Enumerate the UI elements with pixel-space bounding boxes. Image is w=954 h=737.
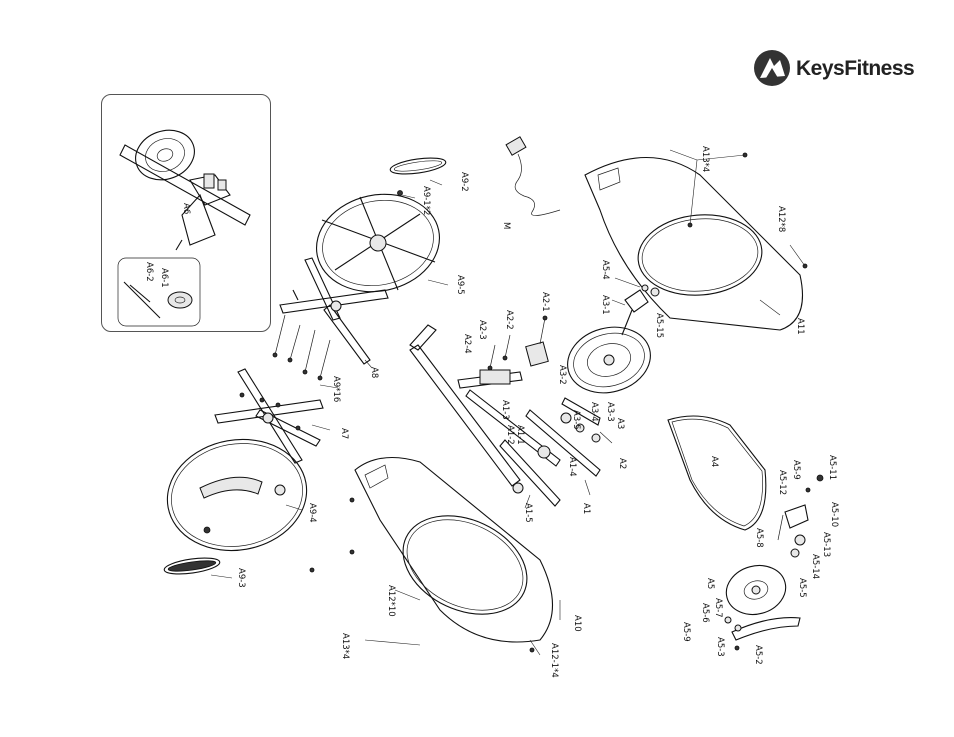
inset-crank-assembly [120,122,250,250]
label-a2-2: A2-2 [504,310,514,330]
callout-labels: A9-2 A9-1*2 A9-5 M A13*4 A12*8 A11 A5-4 … [144,146,839,678]
label-a11: A11 [795,318,805,335]
label-a9x16: A9*16 [331,376,341,402]
label-a5-2: A5-2 [753,645,763,665]
crank-arm-a3-1 [622,285,659,335]
base-frame-a7 [215,369,323,463]
label-a1-3: A1-3 [500,400,510,420]
label-a9-1x2: A9-1*2 [421,186,431,215]
label-a5-14: A5-14 [810,554,820,579]
label-a3: A3 [615,418,625,429]
label-a1-1: A1-1 [515,425,525,445]
label-a5-5: A5-5 [797,578,807,598]
label-a2-4: A2-4 [462,334,472,354]
base-frame-a8 [280,258,388,364]
label-a5-10: A5-10 [829,502,839,527]
label-a1: A1 [581,503,591,514]
power-adapter-m [506,137,560,216]
label-a8: A8 [369,367,379,378]
cover-a4 [668,416,766,530]
label-a3-2: A3-2 [557,365,567,385]
label-a3-3: A3-3 [605,402,615,422]
bracket-a2 [488,316,548,370]
pedal-assembly-a5 [721,475,823,650]
label-a5-12: A5-12 [777,470,787,495]
ring-a9-3 [163,555,220,577]
label-a2-1: A2-1 [540,292,550,312]
side-cover-a9-4 [159,429,316,562]
label-a1-4: A1-4 [567,457,577,477]
flywheel-ring-a9-2 [389,155,446,177]
label-a3-4: A3-4 [589,402,599,422]
label-a9-4: A9-4 [307,503,317,523]
label-a5-13: A5-13 [821,532,831,557]
inset-subdetail [118,258,200,326]
label-a4: A4 [709,456,719,467]
label-a5-11: A5-11 [827,455,837,480]
label-a5-8: A5-8 [754,528,764,548]
fasteners-a9x16 [240,315,330,430]
label-a3-1: A3-1 [600,295,610,315]
label-a6-1: A6-1 [159,268,169,288]
label-a1-5: A1-5 [523,503,533,523]
label-a5-9: A5-9 [791,460,801,480]
label-a5-4: A5-4 [600,260,610,280]
label-a5-9b: A5-9 [681,622,691,642]
label-a7: A7 [339,428,349,439]
label-a3-5: A3-5 [571,410,581,430]
label-a5: A5 [705,578,715,589]
label-a9-2: A9-2 [459,172,469,192]
label-a12x10: A12*10 [386,585,396,617]
label-a13x4-top: A13*4 [700,146,710,172]
label-a10: A10 [572,615,582,632]
label-a2-3: A2-3 [477,320,487,340]
label-a5-15: A5-15 [654,313,664,338]
label-a5-7: A5-7 [713,598,723,618]
label-a6-2: A6-2 [144,262,154,282]
label-a1-2: A1-2 [505,425,515,445]
label-a9-3: A9-3 [236,568,246,588]
shroud-a11 [585,153,807,330]
label-a5-6: A5-6 [700,603,710,623]
label-m: M [501,222,511,229]
label-a9-5: A9-5 [455,275,465,295]
label-a2: A2 [617,458,627,469]
label-a12x8: A12*8 [776,206,786,232]
label-a12-1x4: A12-1*4 [549,643,559,678]
label-a5-3: A5-3 [715,637,725,657]
label-a13x4-bottom: A13*4 [340,633,350,659]
label-a6: A6 [181,203,191,214]
